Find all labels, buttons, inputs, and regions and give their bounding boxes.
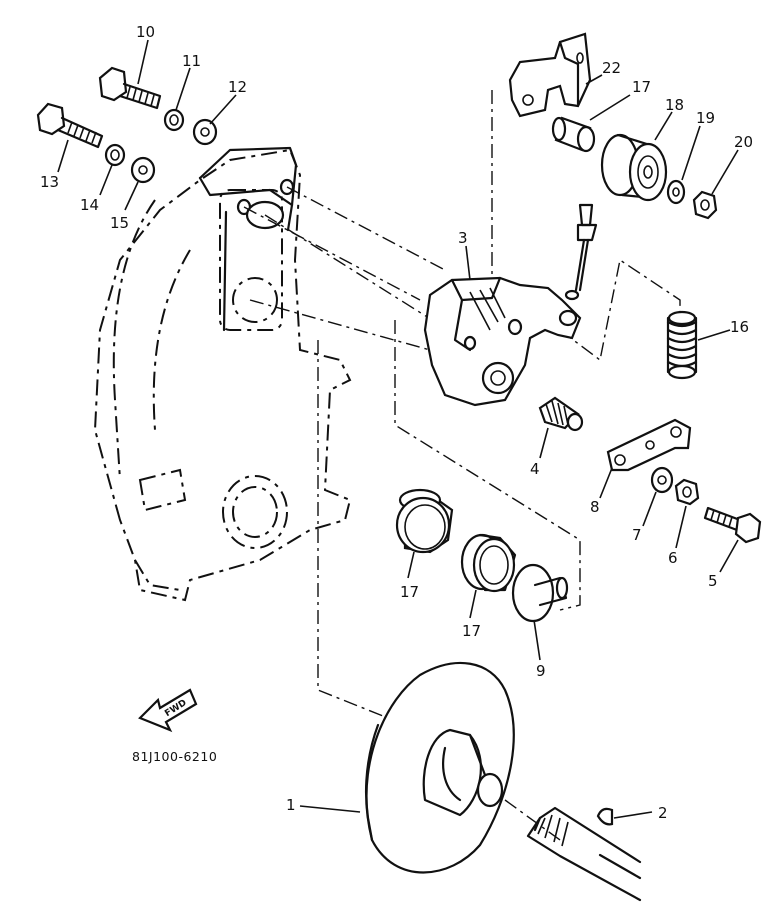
callout-15: 15	[110, 214, 129, 232]
callout-18: 17	[632, 78, 651, 96]
callout-12: 12	[228, 78, 247, 96]
nut-6	[674, 478, 700, 506]
callout-17a: 17	[400, 583, 419, 601]
bracket-22	[508, 32, 592, 118]
control-cable	[564, 203, 598, 301]
adjuster-4	[538, 396, 584, 432]
bolt-10	[98, 66, 162, 110]
diagram-code: 81J100-6210	[132, 749, 217, 764]
callout-4: 4	[530, 460, 540, 478]
spring-washer-14	[104, 143, 126, 167]
callout-7: 7	[632, 526, 642, 544]
pulley-1	[365, 661, 515, 874]
fwd-arrow-icon: FWD	[138, 688, 198, 733]
nut-21	[692, 190, 718, 220]
callout-2: 2	[658, 804, 668, 822]
shaft	[526, 806, 642, 902]
callout-6: 6	[668, 549, 678, 567]
bolt-13	[36, 102, 104, 149]
washer-7	[650, 466, 674, 494]
spring-washer-11	[163, 108, 185, 132]
callout-1: 1	[286, 796, 296, 814]
callout-16: 16	[730, 318, 749, 336]
callout-10: 10	[136, 23, 155, 41]
roller-19	[600, 133, 668, 202]
callout-8: 8	[590, 498, 600, 516]
lever-bracket-3	[423, 276, 582, 407]
callout-21: 20	[734, 133, 753, 151]
callout-3: 3	[458, 229, 468, 247]
callout-9: 9	[536, 662, 546, 680]
housing-phantom	[93, 148, 352, 602]
spring-16	[666, 310, 698, 380]
bushing-17a	[395, 488, 454, 554]
callout-13: 13	[40, 173, 59, 191]
callout-19: 18	[665, 96, 684, 114]
pin-9	[511, 563, 569, 623]
collar-18	[551, 116, 596, 153]
washer-12	[192, 118, 218, 146]
callout-numbers: 10 11 12 13 14 15 3 22 17 18 19 20 16 4 …	[40, 23, 753, 822]
leader-lines	[57, 39, 739, 819]
callout-20: 19	[696, 109, 715, 127]
callout-14: 14	[80, 196, 99, 214]
callout-11: 11	[182, 52, 201, 70]
key-2	[596, 807, 614, 826]
bolt-5	[703, 506, 762, 544]
callout-22: 22	[602, 59, 621, 77]
callout-5: 5	[708, 572, 718, 590]
bushing-17b	[460, 533, 517, 593]
washer-15	[130, 156, 156, 184]
link-plate-8	[606, 418, 692, 472]
washer-20	[666, 179, 686, 205]
callout-17b: 17	[462, 622, 481, 640]
